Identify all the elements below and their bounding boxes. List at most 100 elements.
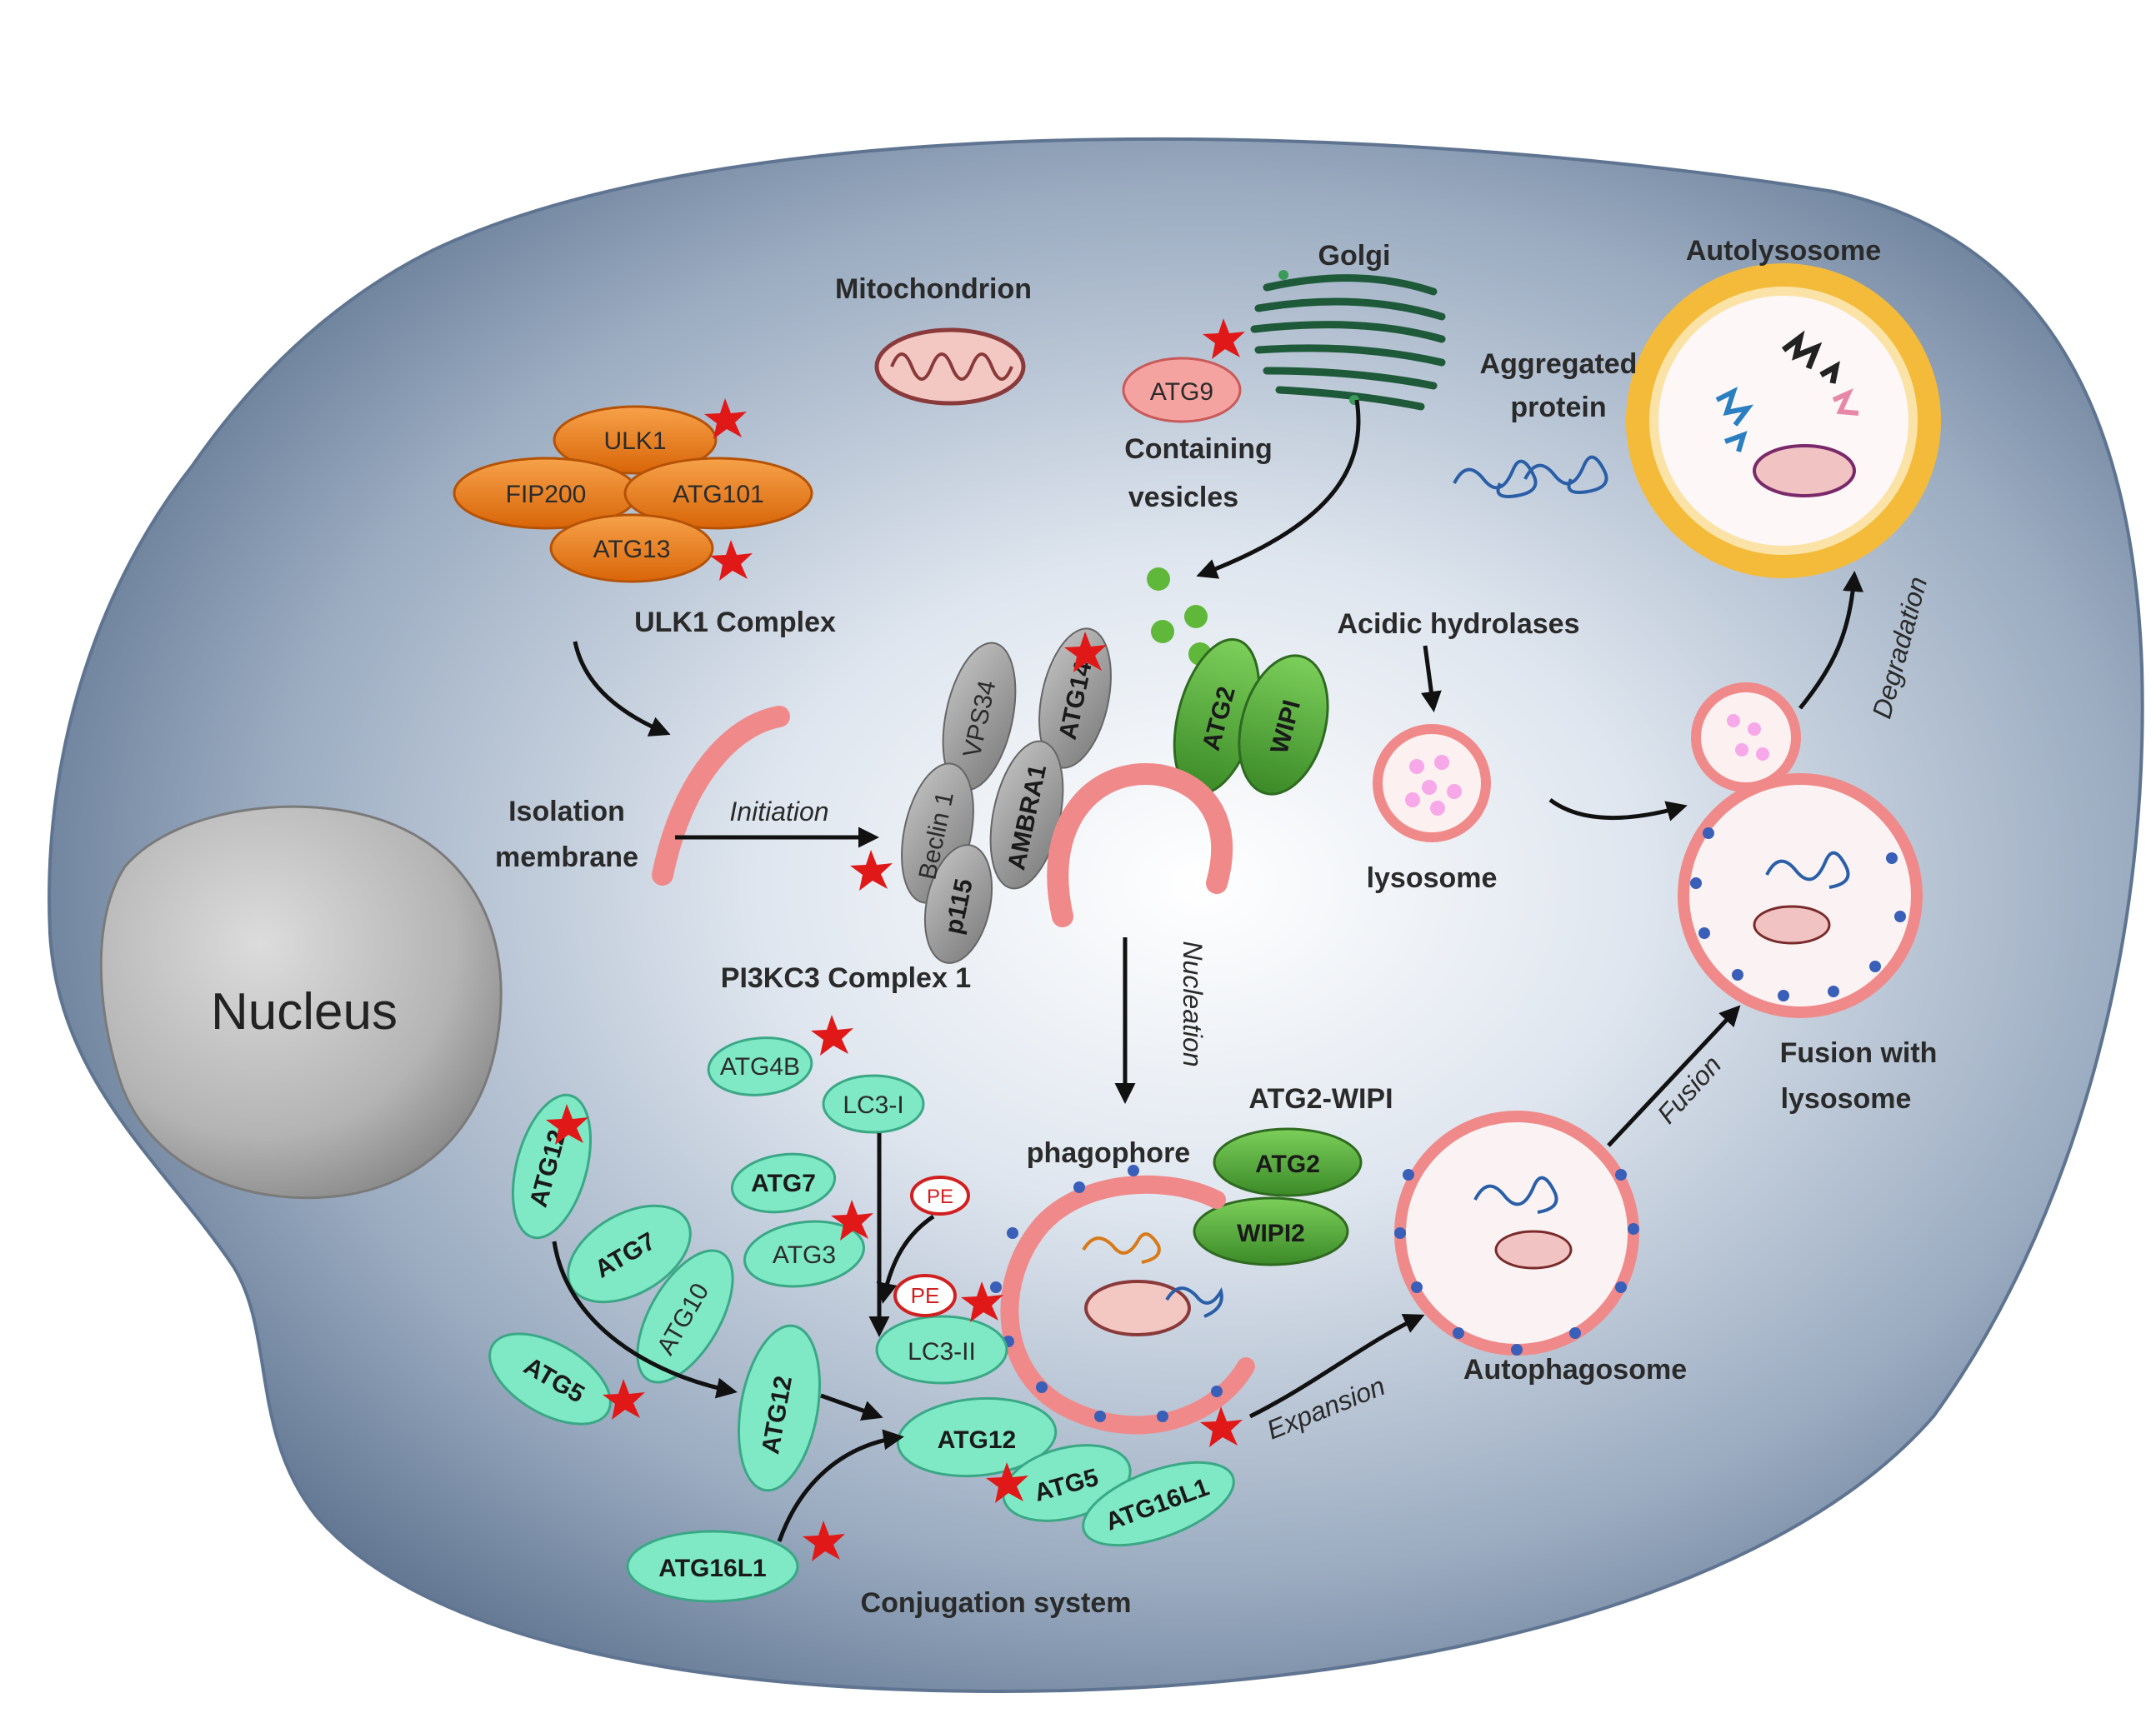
initiation-label: Initiation — [729, 797, 828, 827]
phagophore-mitochondrion — [1084, 1280, 1191, 1336]
phospho-star — [546, 1104, 588, 1145]
pi3kc3-complex-label: PI3KC3 Complex 1 — [721, 962, 971, 994]
arrow-expansion — [1248, 1314, 1425, 1419]
phagophore-membrane — [1000, 1175, 1255, 1435]
isolation-label-1: Isolation — [508, 796, 625, 827]
phospho-star — [603, 1379, 645, 1420]
fusion-with-label-1: Fusion with — [1780, 1037, 1938, 1069]
fusing-lc3-dots — [1690, 827, 1906, 1001]
atg4b-label: ATG4B — [720, 1053, 800, 1081]
wipi2-label: WIPI2 — [1237, 1220, 1305, 1247]
atg5-a — [488, 1332, 612, 1426]
arrow-hydrolases — [1420, 645, 1442, 712]
pi3kc3-complex — [901, 627, 1112, 964]
nucleation-label: Nucleation — [1178, 941, 1208, 1066]
arrow-atg12-to-complex — [820, 1393, 883, 1421]
autolysosome-lumen — [1658, 296, 1908, 546]
containing-label-1: Containing — [1124, 433, 1273, 465]
ulk1-label: ULK1 — [603, 427, 666, 455]
atg9-label: ATG9 — [1150, 378, 1213, 406]
nucleus-label: Nucleus — [211, 983, 398, 1041]
phagophore-lc3-dots — [990, 1165, 1223, 1422]
golgi-vesicle — [1278, 270, 1288, 280]
arrow-atg16l1-to-complex — [777, 1429, 904, 1542]
arrow-fusion — [1607, 1005, 1741, 1147]
atg12-c-label: ATG12 — [938, 1426, 1016, 1454]
autophagosome-label: Autophagosome — [1463, 1354, 1687, 1386]
atg7-a-label: ATG7 — [751, 1170, 816, 1197]
atg2-bottom — [1213, 1127, 1363, 1197]
atg16l1-a — [1082, 1461, 1235, 1547]
arrow-lysosome-to-fusion — [1548, 797, 1688, 822]
phospho-star — [803, 1521, 845, 1561]
fip200-label: FIP200 — [506, 481, 587, 508]
atg3 — [743, 1220, 865, 1288]
phagophore-protein-orange — [1082, 1232, 1161, 1264]
atg9-vesicles — [1147, 567, 1212, 666]
aggregated-label-1: Aggregated — [1480, 348, 1638, 380]
mitochondrion — [874, 327, 1026, 406]
arrow-degradation — [1798, 571, 1864, 710]
aggregated-label-2: protein — [1510, 392, 1606, 423]
atg2-wipi-label: ATG2-WIPI — [1248, 1083, 1393, 1115]
nucleus — [99, 805, 503, 1200]
conjugation-system-label: Conjugation system — [861, 1587, 1132, 1619]
atg7-a — [730, 1152, 837, 1214]
atg101-label: ATG101 — [673, 481, 764, 508]
ulk1-complex — [453, 405, 813, 583]
lc3i-label: LC3-I — [843, 1091, 903, 1119]
phospho-star — [850, 850, 893, 891]
phospho-star — [1064, 632, 1107, 672]
arrow-ulk-to-membrane — [573, 641, 671, 737]
acidic-hydrolases-label: Acidic hydrolases — [1337, 608, 1579, 640]
lc3-ii — [875, 1315, 1008, 1385]
pe1-label: PE — [927, 1186, 953, 1208]
phospho-star — [831, 1200, 873, 1241]
autophagosome-mitochondrion — [1494, 1230, 1573, 1270]
containing-label-2: vesicles — [1128, 482, 1238, 513]
lc3-i — [822, 1074, 925, 1134]
atg3-label: ATG3 — [773, 1241, 836, 1269]
atg2-bottom-label: ATG2 — [1255, 1151, 1320, 1178]
isolation-membrane — [652, 706, 790, 886]
phospho-star — [986, 1462, 1028, 1503]
phospho-star — [961, 1281, 1003, 1322]
phospho-star — [704, 398, 747, 439]
lysosome-label: lysosome — [1367, 862, 1498, 894]
autolysosome-label: Autolysosome — [1686, 235, 1881, 267]
fusing-protein — [1765, 851, 1850, 889]
aggregated-protein — [1453, 455, 1608, 498]
phospho-star — [1200, 1406, 1243, 1447]
degraded-debris — [1715, 330, 1859, 452]
phospho-star — [710, 540, 753, 581]
atg16l1-b-label: ATG16L1 — [658, 1555, 766, 1582]
nascent-membrane — [1047, 763, 1233, 927]
phagophore-protein-blue — [1165, 1286, 1223, 1318]
phagophore-label: phagophore — [1027, 1137, 1190, 1169]
mitochondrion-label: Mitochondrion — [835, 273, 1032, 305]
pe2-label: PE — [911, 1283, 940, 1308]
atg12-b — [737, 1324, 822, 1492]
atg9-vesicle — [1122, 357, 1242, 423]
atg13-label: ATG13 — [593, 536, 671, 563]
isolation-label-2: membrane — [495, 842, 638, 873]
degraded-mitochondrion — [1753, 444, 1856, 497]
ulk1-complex-label: ULK1 Complex — [634, 607, 836, 638]
fusing-lysosome-contents — [1727, 714, 1769, 761]
fusing-autophagosome — [1678, 773, 1923, 1018]
lc3ii-label: LC3-II — [908, 1338, 976, 1366]
arrow-atg12-to-atg12 — [552, 1241, 738, 1399]
autophagosome-protein — [1473, 1176, 1558, 1214]
golgi-label: Golgi — [1318, 240, 1391, 272]
arrow-golgi-to-vesicles — [1196, 399, 1361, 579]
atg10 — [636, 1249, 734, 1384]
phospho-star — [811, 1015, 853, 1056]
phospho-star — [1203, 318, 1245, 359]
arrow-pe-to-lc3 — [876, 1214, 935, 1304]
wipi-top — [1238, 654, 1329, 796]
fusion-with-label-2: lysosome — [1781, 1083, 1912, 1115]
wipi2-bottom — [1193, 1196, 1349, 1266]
pe-tag-1 — [910, 1176, 970, 1216]
atg4b — [707, 1036, 813, 1096]
